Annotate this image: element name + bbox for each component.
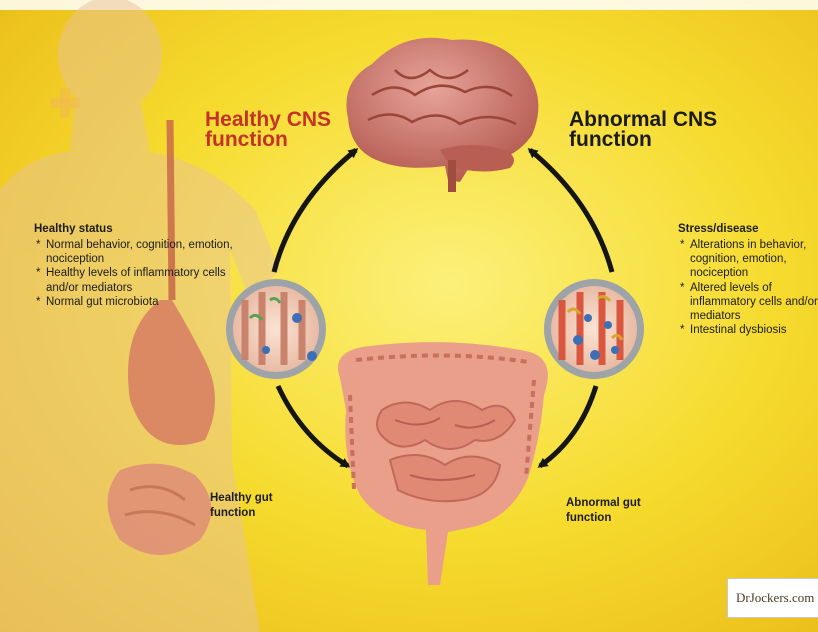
healthy-gut-line-1: Healthy gut — [210, 492, 273, 504]
healthy-status-item: Normal behavior, cognition, emotion, noc… — [34, 238, 249, 266]
healthy-gut-line-2: function — [210, 507, 255, 519]
healthy-status-item: Healthy levels of inflammatory cells and… — [34, 266, 249, 294]
abnormal-cns-label: Abnormal CNS function — [569, 110, 739, 150]
abnormal-gut-line-1: Abnormal gut — [566, 497, 641, 509]
healthy-status-block: Healthy status Normal behavior, cognitio… — [34, 222, 249, 309]
healthy-status-item: Normal gut microbiota — [34, 295, 249, 309]
stress-disease-item: Intestinal dysbiosis — [678, 323, 818, 337]
healthy-cns-line-2: function — [205, 128, 288, 151]
drjockers-logo: DrJockers.com — [727, 578, 818, 618]
abnormal-gut-line-2: function — [566, 512, 611, 524]
healthy-status-list: Normal behavior, cognition, emotion, noc… — [34, 238, 249, 309]
abnormal-cns-line-2: function — [569, 128, 652, 151]
stress-disease-list: Alterations in behavior, cognition, emot… — [678, 238, 818, 337]
abnormal-gut-label: Abnormal gut function — [566, 496, 676, 526]
stress-disease-item: Altered levels of inflammatory cells and… — [678, 281, 818, 324]
stress-disease-item: Alterations in behavior, cognition, emot… — [678, 238, 818, 281]
stress-disease-title: Stress/disease — [678, 222, 818, 236]
stress-disease-block: Stress/disease Alterations in behavior, … — [678, 222, 818, 337]
abnormal-gut-lens-icon — [544, 279, 644, 379]
healthy-status-title: Healthy status — [34, 222, 249, 236]
healthy-cns-label: Healthy CNS function — [205, 110, 365, 150]
healthy-gut-label: Healthy gut function — [210, 491, 320, 521]
